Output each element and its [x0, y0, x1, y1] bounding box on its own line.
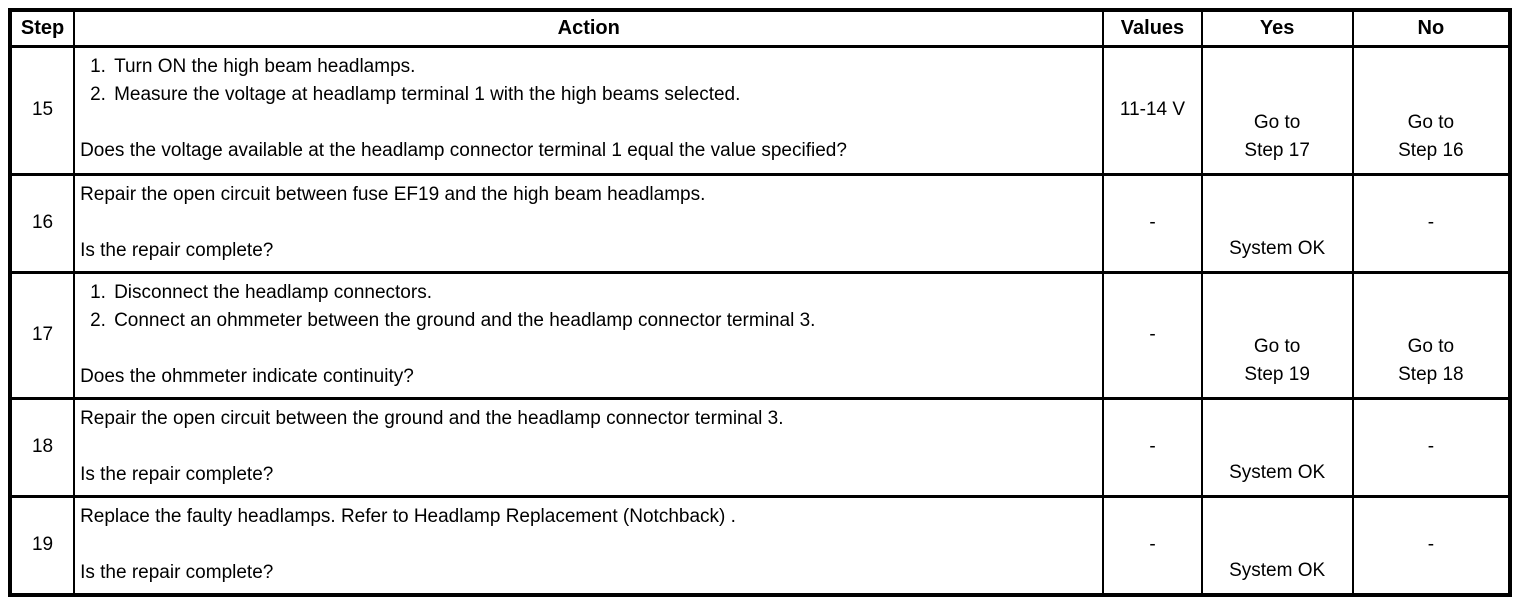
col-header-values: Values	[1102, 8, 1203, 48]
list-item-number: 2.	[90, 309, 106, 331]
header-row: Step Action Values Yes No	[8, 8, 1512, 48]
list-item-number: 2.	[90, 83, 106, 105]
list-item-text: Connect an ohmmeter between the ground a…	[114, 309, 816, 331]
table-row-step-17: 17 1. Disconnect the headlamp connectors…	[8, 270, 1512, 400]
col-header-no: No	[1351, 8, 1512, 48]
action-list-item: 2. Measure the voltage at headlamp termi…	[80, 81, 1096, 109]
list-item-number: 1.	[90, 281, 106, 303]
action-list-item: 2. Connect an ohmmeter between the groun…	[80, 307, 1096, 335]
values-cell: -	[1102, 270, 1203, 400]
action-cell: 1. Disconnect the headlamp connectors. 2…	[73, 270, 1105, 400]
col-header-action: Action	[73, 8, 1105, 48]
action-question: Does the voltage available at the headla…	[80, 139, 847, 161]
col-header-yes: Yes	[1200, 8, 1354, 48]
action-list: 1. Disconnect the headlamp connectors. 2…	[80, 279, 1096, 335]
step-cell: 19	[8, 494, 76, 596]
yes-cell: System OK	[1200, 396, 1354, 498]
action-question: Is the repair complete?	[80, 239, 274, 261]
list-item-text: Measure the voltage at headlamp terminal…	[114, 83, 741, 105]
values-cell: -	[1102, 494, 1203, 596]
goto-line: Step 16	[1398, 139, 1464, 161]
table-row-step-19: 19 Replace the faulty headlamps. Refer t…	[8, 494, 1512, 596]
yes-cell: System OK	[1200, 494, 1354, 596]
goto-line: Go to	[1253, 111, 1301, 133]
no-cell: -	[1351, 396, 1512, 498]
goto-line: Go to	[1407, 111, 1455, 133]
action-text: Repair the open circuit between fuse EF1…	[80, 183, 706, 205]
list-item-text: Turn ON the high beam headlamps.	[114, 55, 416, 77]
answer-line: System OK	[1229, 559, 1326, 581]
yes-cell: System OK	[1200, 172, 1354, 274]
table-row-step-16: 16 Repair the open circuit between fuse …	[8, 172, 1512, 274]
answer-line: -	[1427, 436, 1435, 457]
no-cell: -	[1351, 172, 1512, 274]
goto-line: Step 17	[1244, 139, 1310, 161]
action-question: Does the ohmmeter indicate continuity?	[80, 365, 414, 387]
action-cell: Replace the faulty headlamps. Refer to H…	[73, 494, 1105, 596]
yes-cell: Go to Step 17	[1200, 44, 1354, 176]
step-cell: 15	[8, 44, 76, 176]
action-text: Repair the open circuit between the grou…	[80, 407, 784, 429]
goto-line: Go to	[1407, 335, 1455, 357]
step-cell: 18	[8, 396, 76, 498]
list-item-number: 1.	[90, 55, 106, 77]
diagnostic-table: Step Action Values Yes No 15 1. Turn ON …	[8, 8, 1512, 597]
answer-line: -	[1427, 534, 1435, 555]
answer-line: System OK	[1229, 237, 1326, 259]
table-row-step-18: 18 Repair the open circuit between the g…	[8, 396, 1512, 498]
table-row-step-15: 15 1. Turn ON the high beam headlamps. 2…	[8, 44, 1512, 176]
col-header-step: Step	[8, 8, 76, 48]
goto-line: Go to	[1253, 335, 1301, 357]
answer-line: System OK	[1229, 461, 1326, 483]
list-item-text: Disconnect the headlamp connectors.	[114, 281, 432, 303]
values-cell: 11-14 V	[1102, 44, 1203, 176]
goto-line: Step 19	[1244, 363, 1310, 385]
yes-cell: Go to Step 19	[1200, 270, 1354, 400]
action-cell: Repair the open circuit between fuse EF1…	[73, 172, 1105, 274]
action-cell: Repair the open circuit between the grou…	[73, 396, 1105, 498]
values-cell: -	[1102, 172, 1203, 274]
action-list: 1. Turn ON the high beam headlamps. 2. M…	[80, 53, 1096, 109]
action-question: Is the repair complete?	[80, 463, 274, 485]
values-cell: -	[1102, 396, 1203, 498]
no-cell: Go to Step 16	[1351, 44, 1512, 176]
answer-line: -	[1427, 212, 1435, 233]
action-text: Replace the faulty headlamps. Refer to H…	[80, 505, 736, 527]
action-question: Is the repair complete?	[80, 561, 274, 583]
step-cell: 16	[8, 172, 76, 274]
action-cell: 1. Turn ON the high beam headlamps. 2. M…	[73, 44, 1105, 176]
goto-line: Step 18	[1398, 363, 1464, 385]
no-cell: -	[1351, 494, 1512, 596]
no-cell: Go to Step 18	[1351, 270, 1512, 400]
action-list-item: 1. Disconnect the headlamp connectors.	[80, 279, 1096, 307]
step-cell: 17	[8, 270, 76, 400]
action-list-item: 1. Turn ON the high beam headlamps.	[80, 53, 1096, 81]
